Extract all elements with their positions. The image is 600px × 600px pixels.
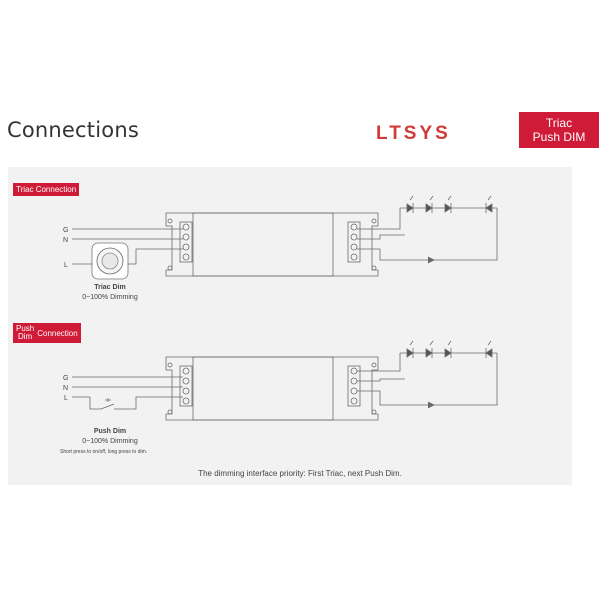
push-label-l: L xyxy=(64,395,68,402)
tag-dim-word: Dim xyxy=(18,332,33,341)
push-led-string xyxy=(406,340,493,358)
badge-line-2: Push DIM xyxy=(532,130,586,144)
triac-label-l: L xyxy=(64,262,68,269)
triac-label-g: G xyxy=(63,227,68,234)
triac-dimmer-knob xyxy=(91,242,129,280)
triac-device-range: 0~100% Dimming xyxy=(82,294,138,301)
triac-connection-tag: Triac Connection xyxy=(13,183,80,196)
push-wires xyxy=(72,352,498,410)
triac-led-string xyxy=(406,195,493,213)
triac-device-name: Triac Dim xyxy=(94,284,126,291)
tag-connection-word: Connection xyxy=(37,328,78,338)
page-title: Connections xyxy=(7,118,139,142)
tag-push-word: Push xyxy=(16,324,35,333)
push-label-g: G xyxy=(63,375,68,382)
triac-label-n: N xyxy=(63,237,68,244)
badge-line-1: Triac xyxy=(545,116,573,130)
brand-logo: LTSYS xyxy=(376,123,451,144)
push-driver xyxy=(165,356,379,421)
push-device-name: Push Dim xyxy=(93,428,127,435)
priority-note: The dimming interface priority: First Tr… xyxy=(198,469,402,478)
product-badge: Triac Push DIM xyxy=(519,112,599,148)
push-device-range: 0~100% Dimming xyxy=(82,438,138,445)
push-dim-connection-tag: Push Dim Connection xyxy=(13,323,81,343)
triac-wires xyxy=(72,207,498,265)
diagram-panel xyxy=(8,167,572,485)
push-device-note: Short press to on/off, long press to dim… xyxy=(60,449,148,455)
push-label-n: N xyxy=(63,385,68,392)
triac-driver xyxy=(165,212,379,277)
